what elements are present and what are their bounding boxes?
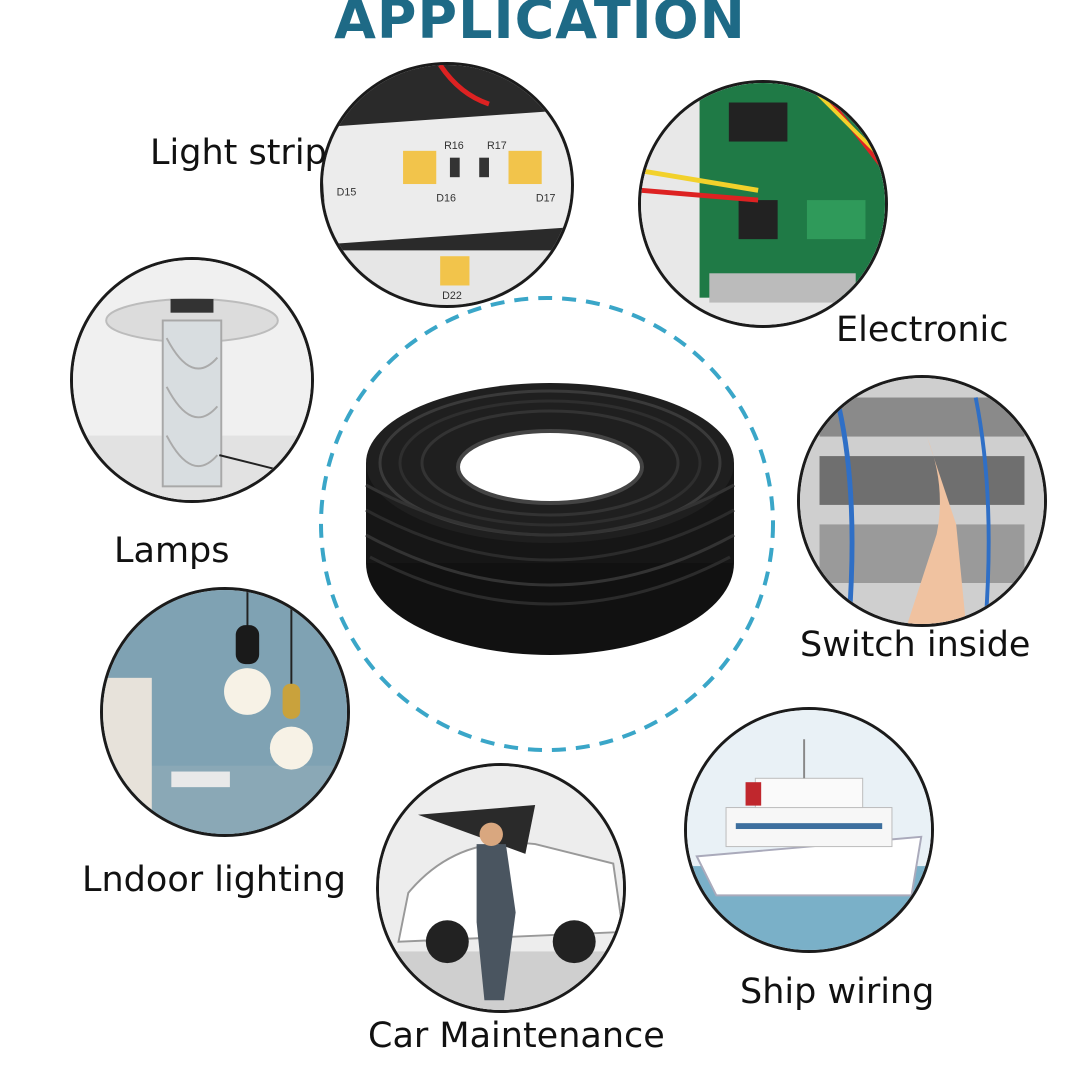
silk-d17: D17 <box>536 193 556 205</box>
label-car-maintenance: Car Maintenance <box>368 1016 665 1056</box>
silk-d16: D16 <box>436 193 456 205</box>
label-indoor-lighting: Lndoor lighting <box>82 860 346 900</box>
label-switch-inside: Switch inside <box>800 625 1031 665</box>
silk-d22: D22 <box>442 290 462 302</box>
cable-coil-product <box>318 295 776 753</box>
dashed-ring <box>319 296 775 752</box>
label-light-strip: Light strip <box>150 133 327 173</box>
label-lamps: Lamps <box>114 531 230 571</box>
indoor-lighting-photo <box>100 587 350 837</box>
label-electronic: Electronic <box>836 310 1009 350</box>
silk-r17: R17 <box>487 140 507 152</box>
lamps-photo <box>70 257 314 503</box>
electronic-photo <box>638 80 888 328</box>
switch-inside-photo <box>797 375 1047 627</box>
car-maintenance-photo <box>376 763 626 1013</box>
silk-d15: D15 <box>337 187 357 199</box>
ship-wiring-photo <box>684 707 934 953</box>
silk-r16: R16 <box>444 140 464 152</box>
cable-coil-icon <box>365 383 735 655</box>
page-title: APPLICATION <box>334 0 746 51</box>
label-ship-wiring: Ship wiring <box>740 972 935 1012</box>
light-strip-photo: R16 R17 D15 D16 D17 D22 <box>320 62 574 308</box>
